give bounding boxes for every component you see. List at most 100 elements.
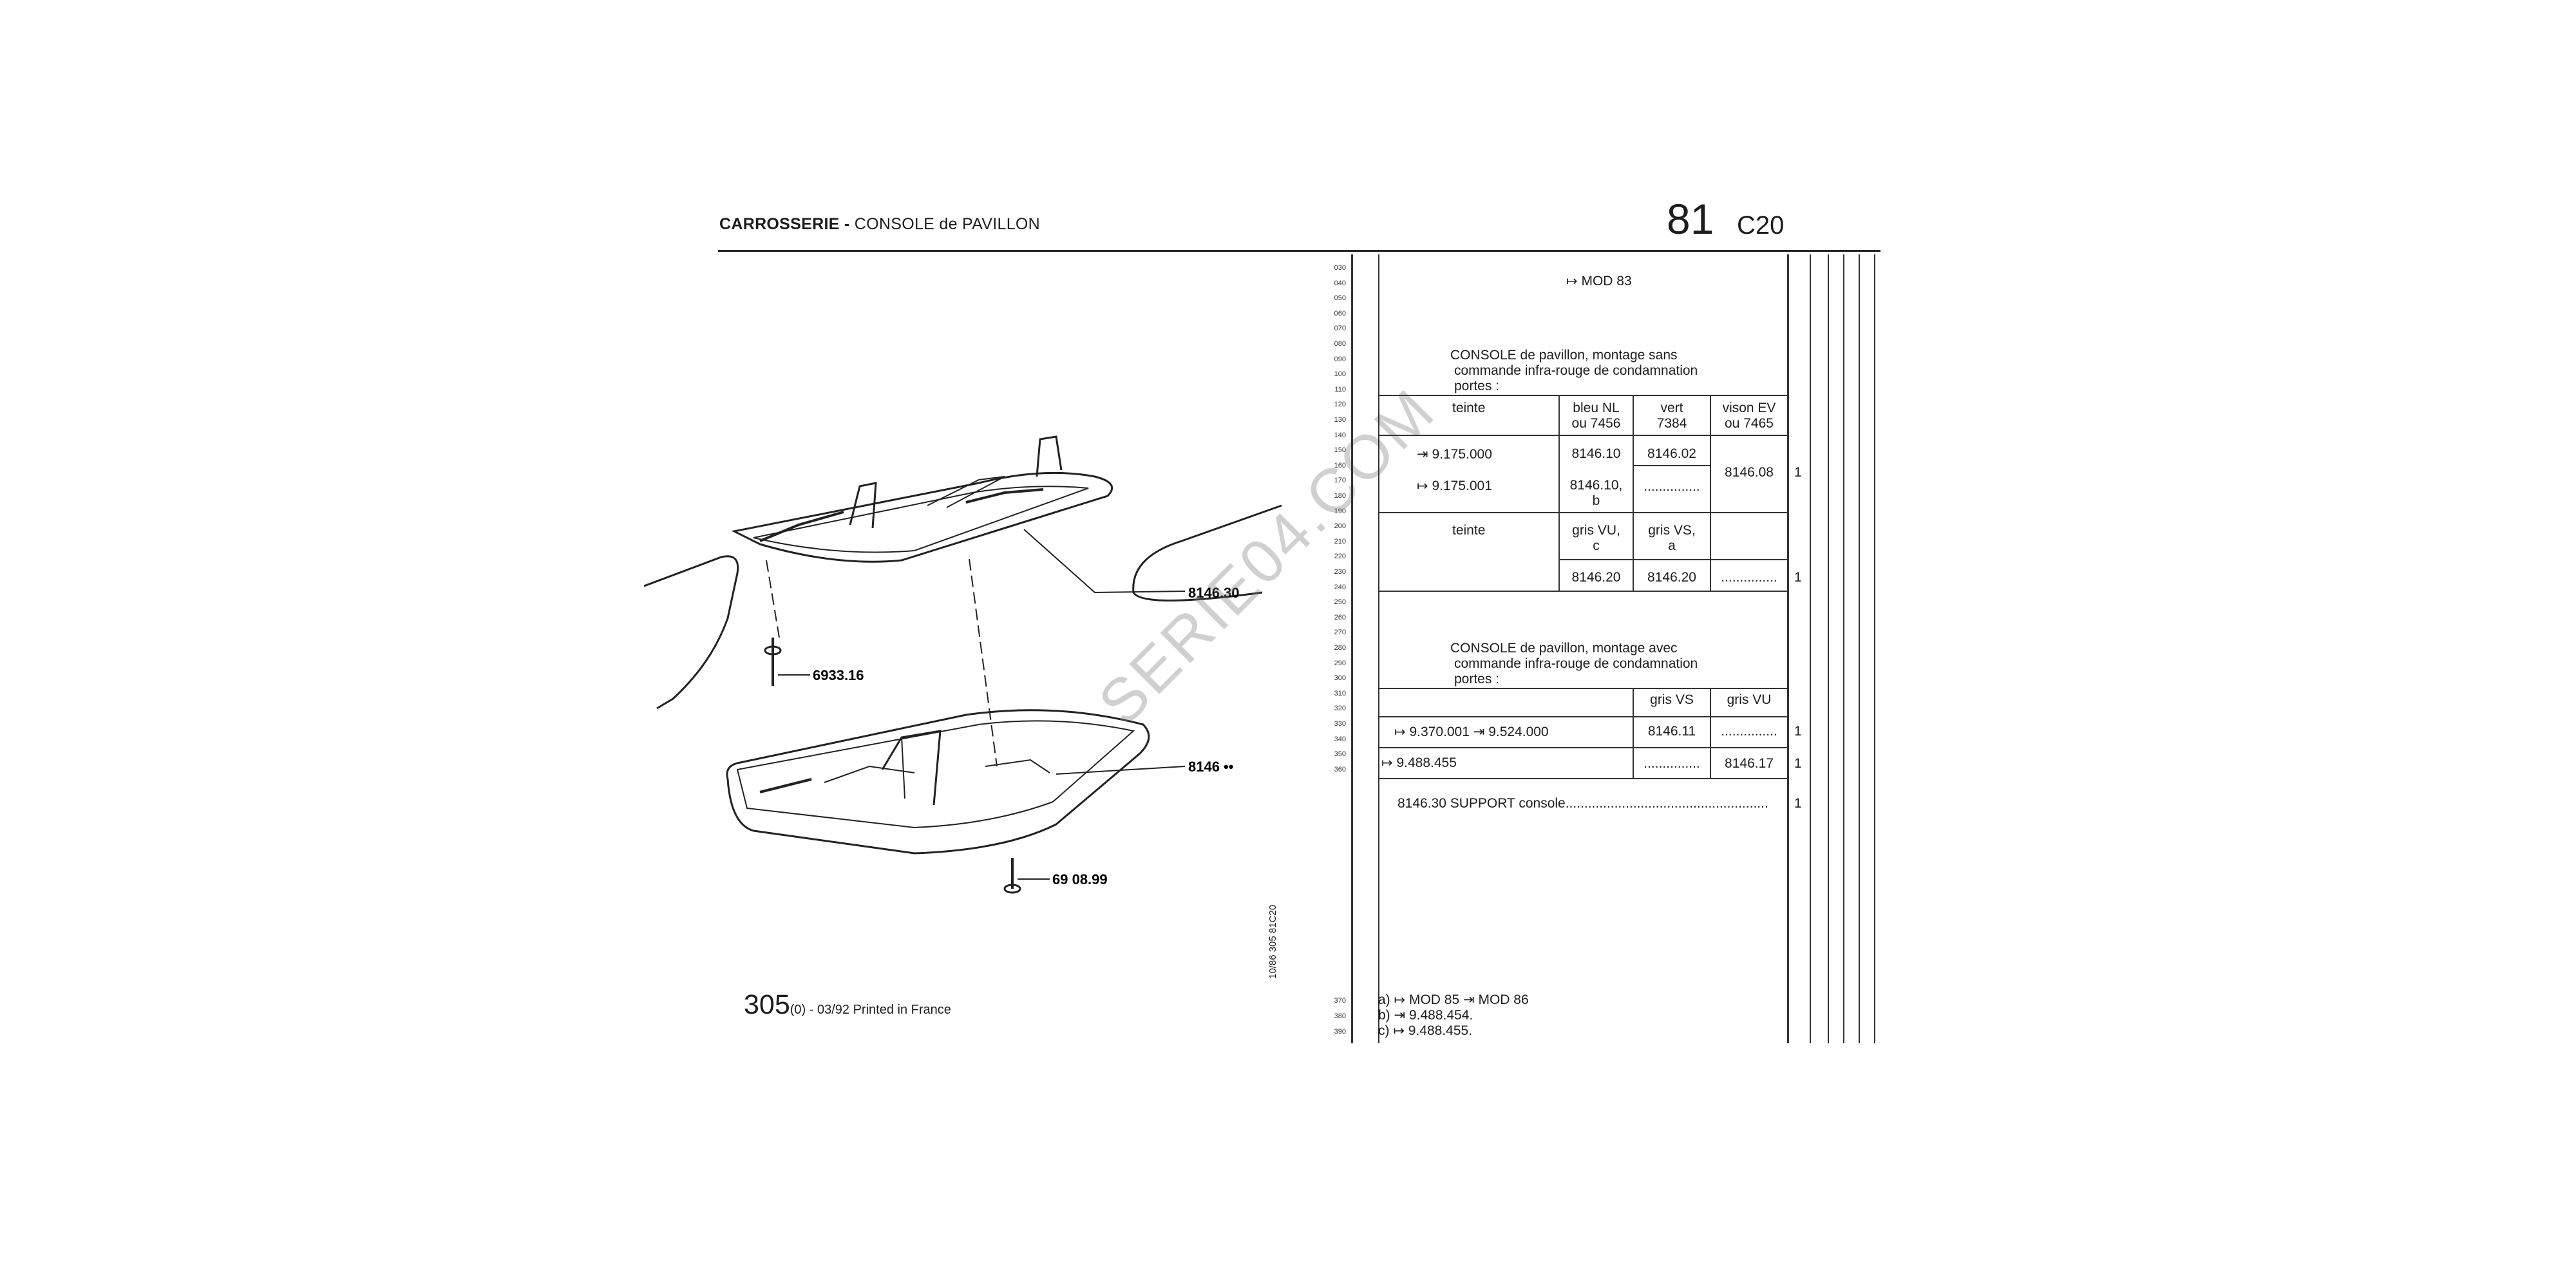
body-left-line — [1378, 254, 1379, 1043]
line-number: 240 — [1334, 583, 1346, 591]
line-number: 380 — [1334, 1012, 1346, 1020]
line-number: 140 — [1334, 431, 1346, 439]
line-number: 260 — [1334, 613, 1346, 621]
col-gris-vs: gris VS, — [1648, 523, 1696, 538]
from-arrow-icon: ↦ — [1417, 478, 1428, 493]
mod-arrow-icon: ↦ — [1566, 274, 1578, 289]
side-code: 10/86 305 81C20 — [1267, 904, 1278, 979]
grid-line — [1633, 395, 1634, 591]
title-bold: CARROSSERIE - — [719, 215, 850, 233]
label-8146-30: 8146.30 — [1188, 585, 1240, 601]
row2-c1-note: b — [1592, 493, 1600, 508]
row1-c2: 8146.02 — [1647, 446, 1696, 461]
row1-c1: 8146.10 — [1571, 446, 1621, 461]
to-arrow-icon: ⇥ — [1417, 447, 1428, 462]
s2-row1-serial-a: 9.370.001 — [1409, 724, 1470, 739]
s2-col-gris-vs: gris VS — [1650, 692, 1694, 707]
section2-title-3: portes : — [1454, 672, 1500, 687]
line-number: 220 — [1334, 553, 1346, 561]
grid-line — [1378, 688, 1787, 689]
note-b: b) ⇥ 9.488.454. — [1378, 1007, 1473, 1023]
line-number: 030 — [1334, 264, 1346, 272]
line-number: 370 — [1334, 997, 1346, 1005]
s2-row2-c2: ............... — [1643, 756, 1700, 771]
extra-col-line-3 — [1859, 254, 1860, 1043]
grid-line — [1378, 716, 1787, 717]
line-number: 390 — [1334, 1028, 1346, 1036]
section-number: 81 — [1667, 195, 1714, 243]
row2-c2: ............... — [1643, 479, 1700, 494]
col-vert-code: 7384 — [1656, 416, 1687, 431]
note-a-prefix: a) — [1378, 992, 1390, 1007]
s2-row2-serial: ↦ 9.488.455 — [1381, 755, 1457, 771]
header-rule — [718, 250, 1880, 252]
note-c-prefix: c) — [1378, 1023, 1390, 1038]
col-bleu-nl: bleu NL — [1573, 401, 1620, 415]
section-code: C20 — [1737, 211, 1785, 240]
line-number: 040 — [1334, 279, 1346, 287]
line-number: 180 — [1334, 492, 1346, 500]
line-number: 190 — [1334, 507, 1346, 515]
row1-serial-text: 9.175.000 — [1432, 447, 1492, 462]
grid-line — [1378, 778, 1787, 779]
title-rest: CONSOLE de PAVILLON — [849, 215, 1041, 233]
s2-row1-qty: 1 — [1794, 724, 1802, 739]
from-arrow-icon: ↦ — [1394, 724, 1406, 739]
extra-col-line-1 — [1828, 254, 1829, 1043]
to-arrow-icon: ⇥ — [1473, 724, 1485, 739]
col-gris-vu: gris VU, — [1572, 523, 1620, 538]
line-number: 120 — [1334, 401, 1346, 409]
s2-row1-serial-b: 9.524.000 — [1488, 724, 1549, 739]
to-arrow-icon: ⇥ — [1394, 1008, 1406, 1023]
s2-row1-serial: ↦ 9.370.001 ⇥ 9.524.000 — [1394, 724, 1549, 740]
mod-label: MOD 83 — [1581, 274, 1632, 289]
mod-83-row: ↦ MOD 83 — [1566, 273, 1632, 289]
grid-line — [1633, 688, 1634, 778]
exploded-parts-diagram: 8146.30 6933.16 8146 •• 69 08.99 — [644, 435, 1282, 894]
row3-c2: 8146.20 — [1647, 570, 1696, 585]
support-qty: 1 — [1794, 796, 1802, 811]
row2-serial-text: 9.175.001 — [1432, 478, 1492, 493]
line-number: 070 — [1334, 325, 1346, 333]
from-arrow-icon: ↦ — [1394, 992, 1406, 1007]
qty-col-line — [1810, 254, 1811, 1043]
line-number: 160 — [1334, 461, 1346, 469]
row12-c3: 8146.08 — [1725, 465, 1774, 480]
label-6908-99: 69 08.99 — [1052, 871, 1108, 887]
grid-line — [1710, 688, 1711, 778]
note-c-val: 9.488.455. — [1408, 1023, 1473, 1038]
extra-col-line-4 — [1874, 254, 1875, 1043]
footer-page-suffix: (0) - 03/92 Printed in France — [790, 1003, 951, 1017]
col-vert: vert — [1660, 401, 1683, 415]
section2-title-1: CONSOLE de pavillon, montage avec — [1450, 641, 1678, 656]
line-number: 050 — [1334, 294, 1346, 303]
to-arrow-icon: ⇥ — [1463, 992, 1475, 1007]
col-vison-ev-alt: ou 7465 — [1725, 416, 1774, 431]
line-number: 300 — [1334, 674, 1346, 683]
line-number: 210 — [1334, 537, 1346, 545]
teinte-label: teinte — [1452, 401, 1486, 415]
from-arrow-icon: ↦ — [1381, 755, 1393, 770]
section1-title-3: portes : — [1454, 379, 1500, 393]
line-number: 150 — [1334, 446, 1346, 455]
line-number: 330 — [1334, 720, 1346, 728]
row2-serial: ↦ 9.175.001 — [1417, 478, 1492, 494]
row1-serial: ⇥ 9.175.000 — [1417, 446, 1492, 462]
grid-line — [1378, 591, 1787, 592]
grid-line — [1558, 559, 1787, 560]
s2-col-gris-vu: gris VU — [1727, 692, 1772, 707]
note-c: c) ↦ 9.488.455. — [1378, 1023, 1472, 1039]
line-number: 360 — [1334, 765, 1346, 773]
note-a-mod1: MOD 85 — [1408, 992, 1460, 1007]
section1-title-2: commande infra-rouge de condamnation — [1454, 363, 1698, 378]
line-number: 200 — [1334, 522, 1346, 531]
section2-title-2: commande infra-rouge de condamnation — [1454, 656, 1698, 671]
support-frame — [731, 471, 1113, 563]
row3-c1: 8146.20 — [1571, 570, 1621, 585]
s2-row2-c3: 8146.17 — [1725, 756, 1774, 771]
line-number: 250 — [1334, 598, 1346, 607]
s2-row2-serial-text: 9.488.455 — [1396, 755, 1457, 770]
page-title: CARROSSERIE - CONSOLE de PAVILLON — [719, 215, 1040, 234]
grid-line — [1378, 512, 1787, 513]
line-number: 350 — [1334, 750, 1346, 759]
